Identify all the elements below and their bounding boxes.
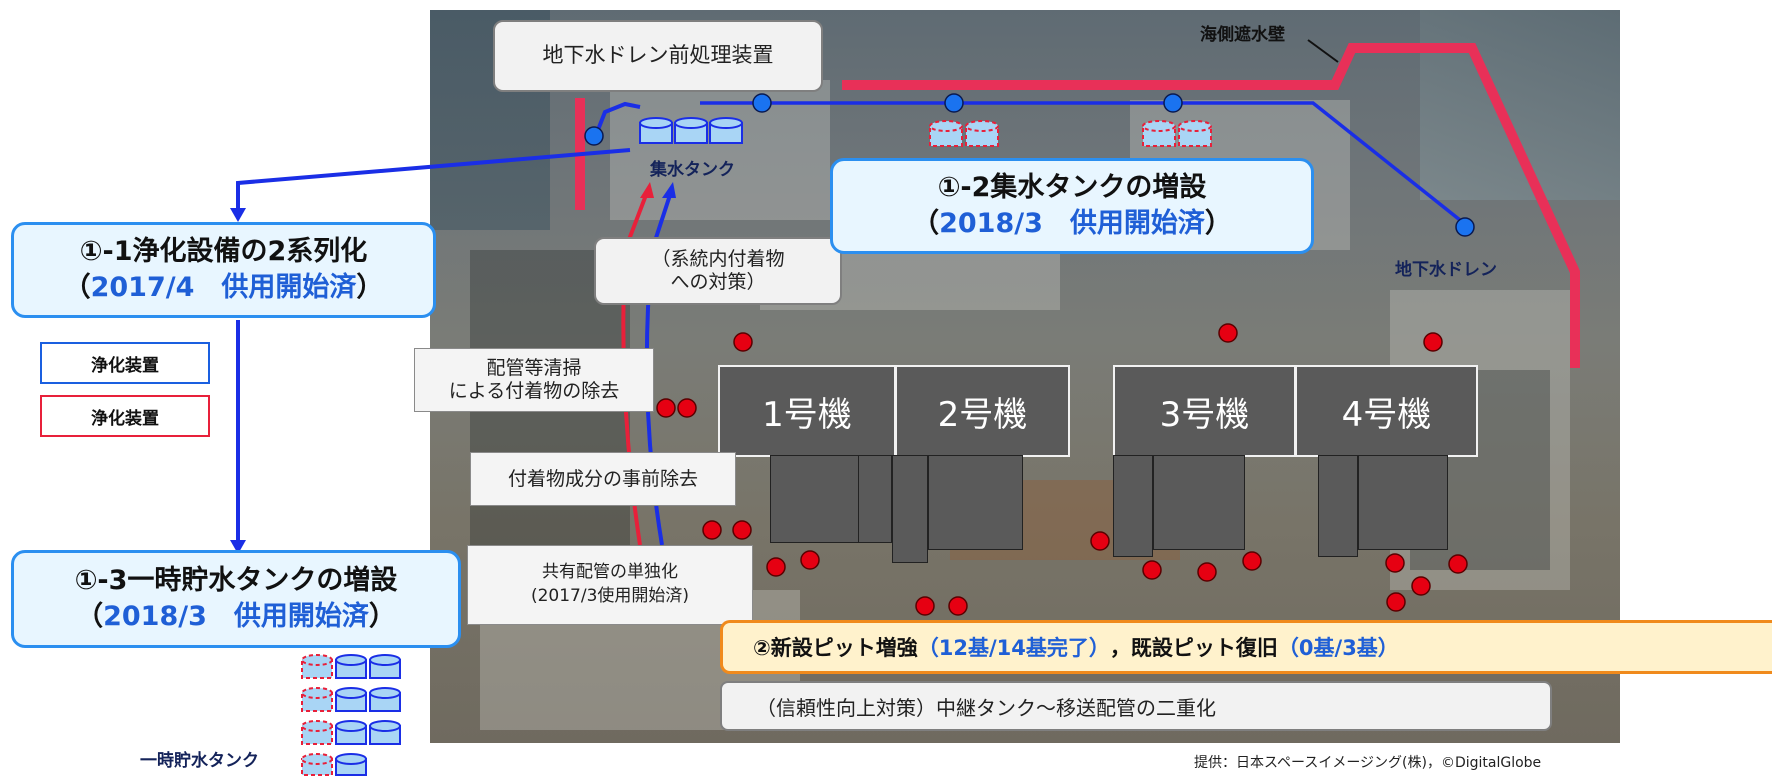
box-status: （2018/3 供用開始済） bbox=[912, 208, 1232, 239]
arrow-head bbox=[640, 182, 654, 198]
pipe-cleaning-callout: 配管等清掃 による付着物の除去 bbox=[414, 348, 654, 412]
turbine-building bbox=[892, 455, 928, 563]
box-status: （2018/3 供用開始済） bbox=[76, 601, 396, 632]
turbine-building bbox=[1113, 455, 1153, 557]
pit-status-bar: ②新設ピット増強（12基/14基完了），既設ピット復旧（0基/3基） bbox=[720, 620, 1772, 674]
turbine-building bbox=[928, 455, 1023, 550]
temp-tank-grid bbox=[301, 654, 401, 776]
image-credit: 提供：日本スペースイメージング(株)，©DigitalGlobe bbox=[1194, 755, 1542, 771]
unit-2-label: 2号機 bbox=[895, 365, 1070, 457]
planned-tanks bbox=[929, 120, 1212, 147]
seawall-label: 海側遮水壁 bbox=[1200, 25, 1285, 45]
turbine-building bbox=[1153, 455, 1245, 550]
pre-removal-callout: 付着物成分の事前除去 bbox=[470, 452, 736, 506]
legend-blue-purifier: 浄化装置 bbox=[40, 342, 210, 384]
deposit-measures-callout: （系統内付着物 への対策） bbox=[594, 237, 842, 305]
pit-bar-middle: ，既設ピット復旧 bbox=[1109, 636, 1278, 660]
unit-4-label: 4号機 bbox=[1295, 365, 1478, 457]
turbine-building bbox=[770, 455, 860, 543]
box-status: （2017/4 供用開始済） bbox=[63, 272, 384, 303]
collection-tanks bbox=[639, 117, 743, 144]
pit-bar-prefix: ②新設ピット増強 bbox=[753, 636, 918, 660]
seawall-line bbox=[842, 43, 1580, 368]
legend-red-purifier: 浄化装置 bbox=[40, 395, 210, 437]
collection-tank-expansion-box: ①-2集水タンクの増設 （2018/3 供用開始済） bbox=[830, 158, 1314, 254]
coast-area bbox=[1420, 10, 1620, 200]
turbine-building bbox=[1358, 455, 1448, 550]
seawall-leader bbox=[1307, 39, 1339, 63]
box-title: ①-2集水タンクの増設 bbox=[937, 171, 1207, 203]
box-title: ①-1浄化設備の2系列化 bbox=[79, 235, 368, 267]
unit-1-label: 1号機 bbox=[718, 365, 896, 457]
purification-2series-box: ①-1浄化設備の2系列化 （2017/4 供用開始済） bbox=[11, 222, 436, 318]
subdrain-pits bbox=[656, 323, 1468, 616]
groundwater-drain-points bbox=[584, 93, 1475, 237]
arrow-head bbox=[230, 540, 246, 554]
arrow-head bbox=[662, 182, 676, 198]
reliability-measure-bar: （信頼性向上対策）中継タンク～移送配管の二重化 bbox=[720, 681, 1552, 731]
shared-pipe-callout: 共有配管の単独化 (2017/3使用開始済) bbox=[467, 545, 753, 625]
unit-3-label: 3号機 bbox=[1113, 365, 1296, 457]
pit-old-count: （0基/3基） bbox=[1277, 636, 1399, 660]
turbine-building bbox=[1318, 455, 1358, 557]
temp-tank-expansion-box: ①-3一時貯水タンクの増設 （2018/3 供用開始済） bbox=[11, 550, 461, 648]
pretreatment-label: 地下水ドレン前処理装置 bbox=[493, 20, 823, 92]
collection-tank-label: 集水タンク bbox=[650, 160, 735, 180]
temp-tank-label: 一時貯水タンク bbox=[140, 751, 259, 771]
pit-new-count: （12基/14基完了） bbox=[917, 636, 1110, 660]
flow-line bbox=[236, 148, 631, 210]
drain-line bbox=[594, 101, 641, 136]
arrow-head bbox=[230, 208, 246, 222]
groundwater-drain-label: 地下水ドレン bbox=[1395, 260, 1497, 280]
box-title: ①-3一時貯水タンクの増設 bbox=[74, 564, 398, 596]
turbine-building bbox=[858, 455, 892, 543]
